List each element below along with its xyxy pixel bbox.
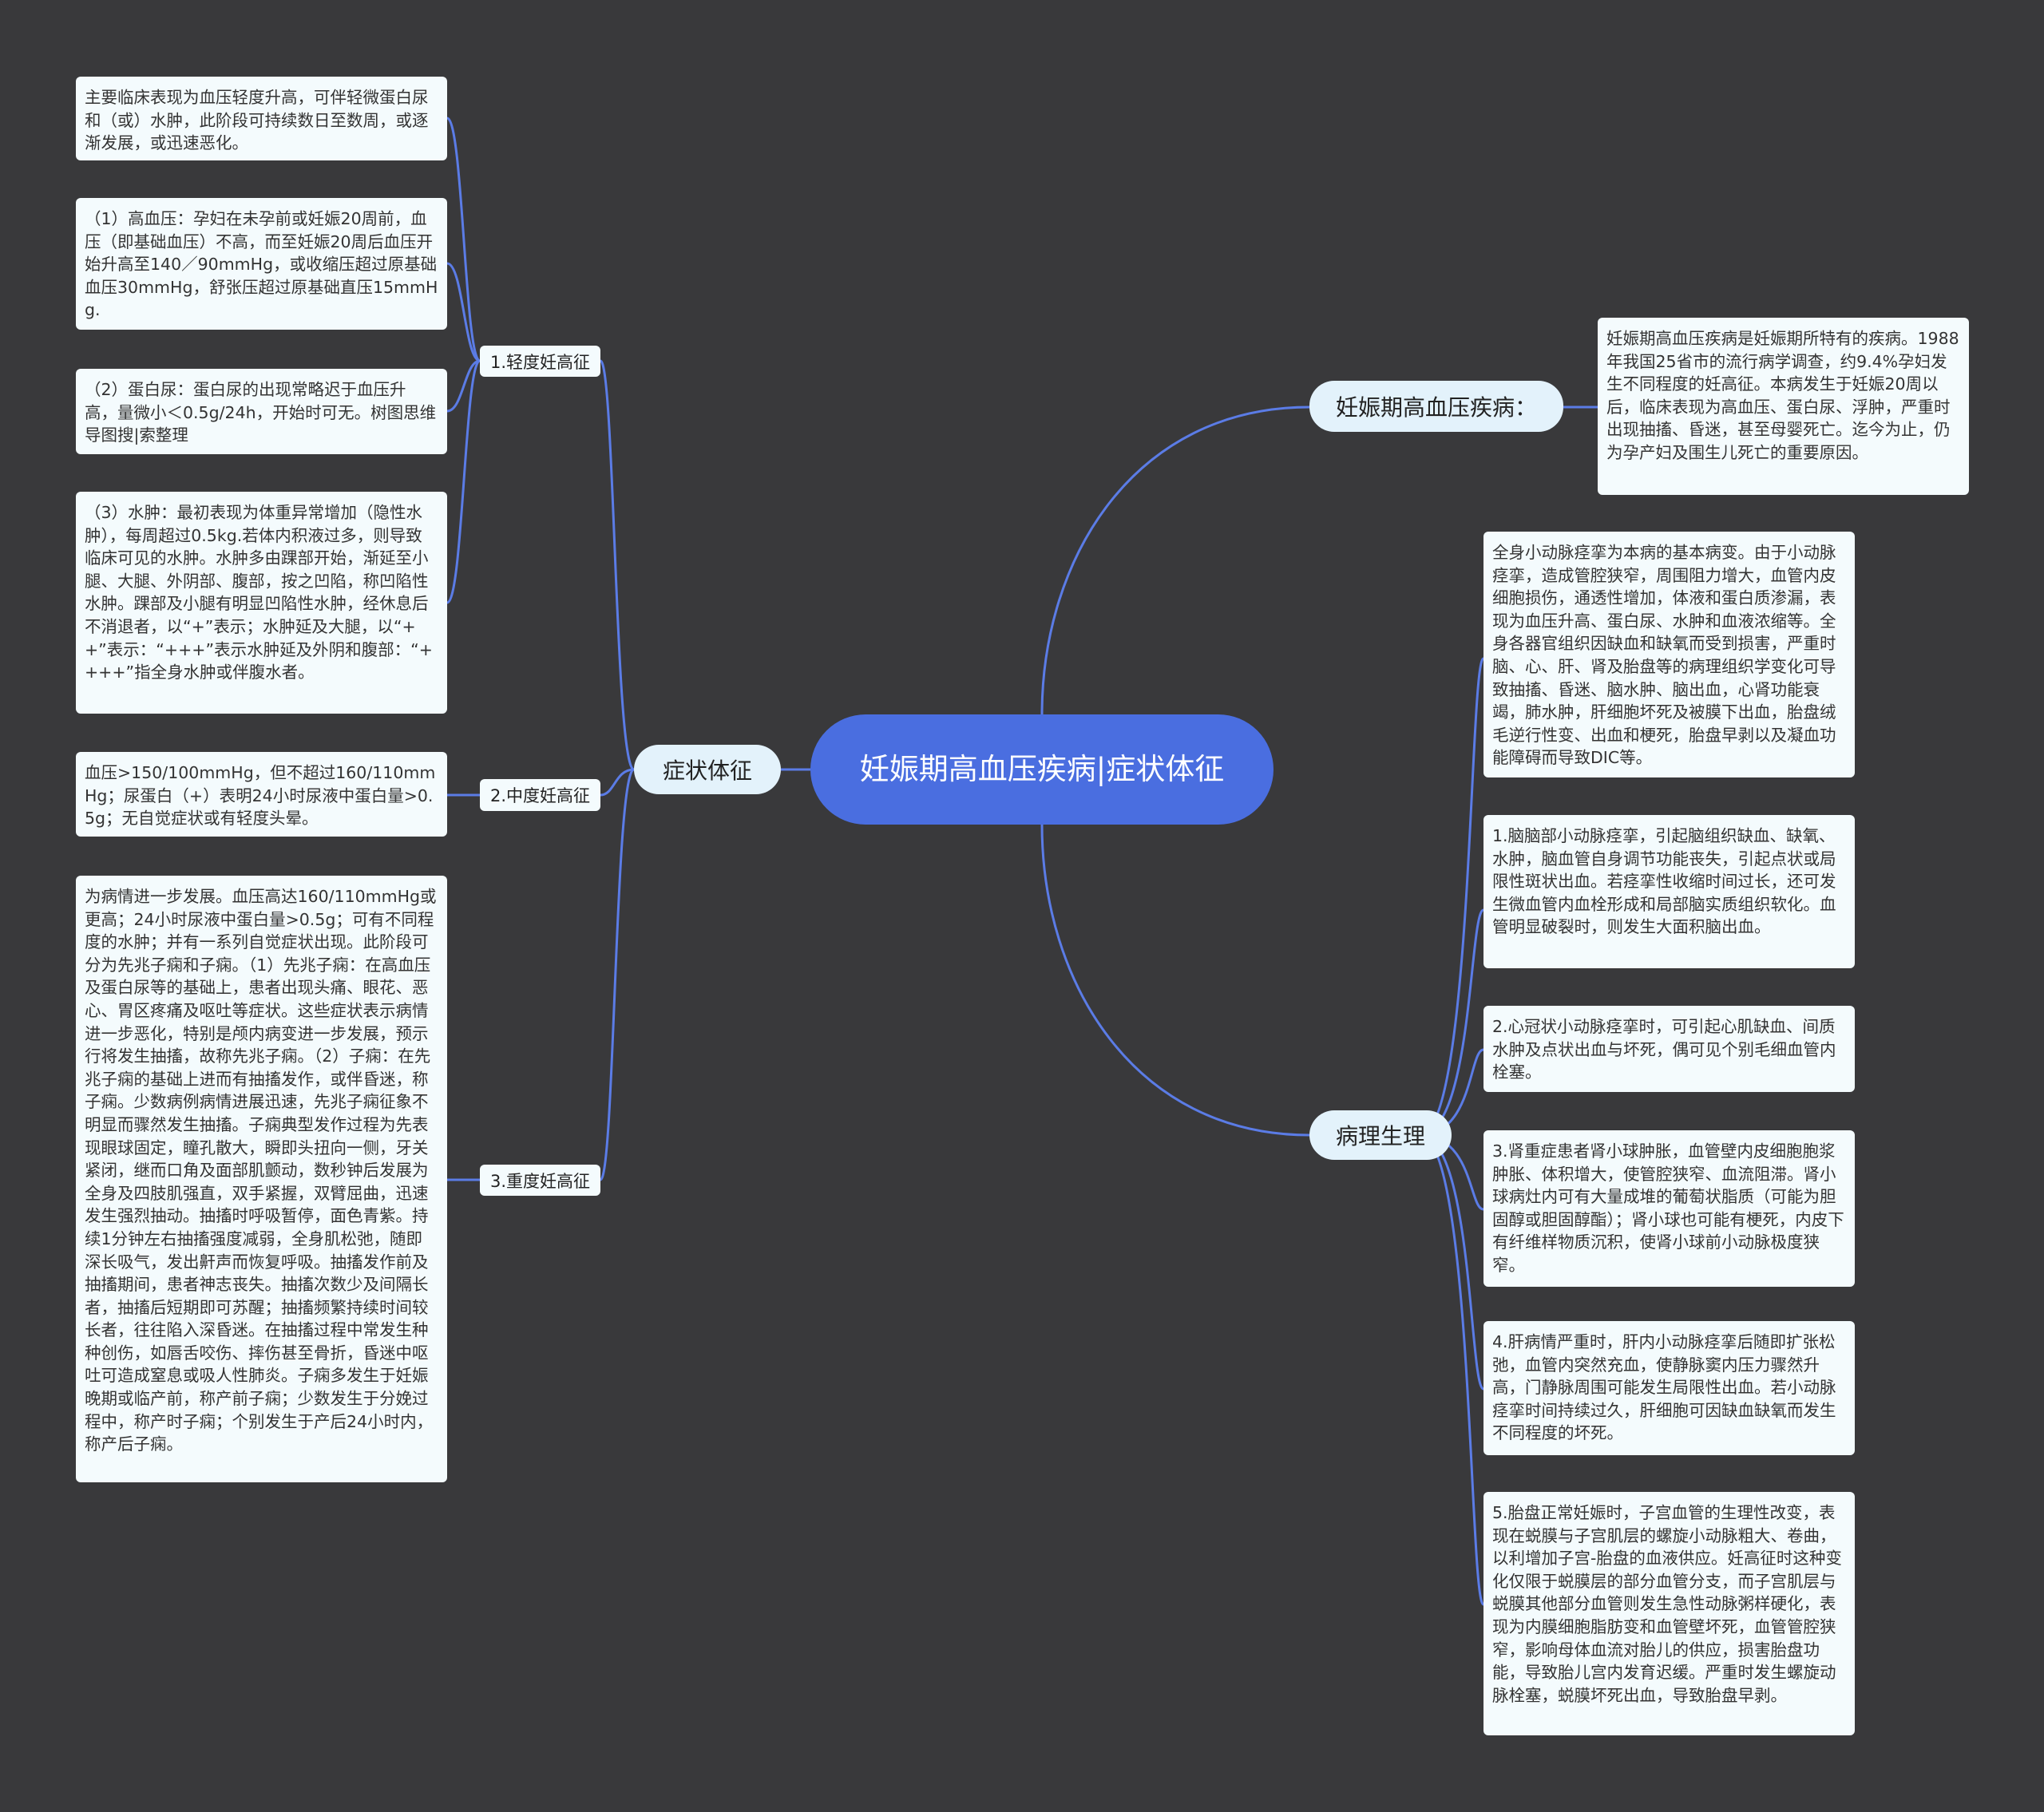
- leaf-severe[interactable]: 为病情进一步发展。血压高达160/110mmHg或更高；24小时尿液中蛋白量>0…: [76, 876, 447, 1482]
- leaf-patho-heart[interactable]: 2.心冠状小动脉痉挛时，可引起心肌缺血、间质水肿及点状出血与坏死，偶可见个别毛细…: [1483, 1006, 1855, 1092]
- leaf-mild-proteinuria[interactable]: （2）蛋白尿：蛋白尿的出现常略迟于血压升高，量微小＜0.5g/24h，开始时可无…: [76, 369, 447, 454]
- leaf-patho-liver[interactable]: 4.肝病情严重时，肝内小动脉痉挛后随即扩张松弛，血管内突然充血，使静脉窦内压力骤…: [1483, 1321, 1855, 1455]
- group-moderate[interactable]: 2.中度妊高征: [480, 779, 600, 811]
- group-label: 1.轻度妊高征: [489, 352, 591, 372]
- branch-label: 病理生理: [1335, 1123, 1425, 1149]
- leaf-patho-overview[interactable]: 全身小动脉痉挛为本病的基本病变。由于小动脉痉挛，造成管腔狭窄，周围阻力增大，血管…: [1483, 532, 1855, 777]
- group-severe[interactable]: 3.重度妊高征: [480, 1165, 600, 1196]
- leaf-patho-brain[interactable]: 1.脑脑部小动脉痉挛，引起脑组织缺血、缺氧、水肿，脑血管自身调节功能丧失，引起点…: [1483, 815, 1855, 968]
- root-topic-label: 妊娠期高血压疾病|症状体征: [859, 752, 1225, 786]
- leaf-moderate[interactable]: 血压>150/100mmHg，但不超过160/110mmHg；尿蛋白（+）表明2…: [76, 752, 447, 837]
- branch-definition[interactable]: 妊娠期高血压疾病：: [1309, 381, 1563, 432]
- root-topic[interactable]: 妊娠期高血压疾病|症状体征: [810, 714, 1274, 825]
- group-label: 3.重度妊高征: [489, 1171, 591, 1191]
- branch-symptoms[interactable]: 症状体征: [634, 745, 781, 794]
- branch-label: 症状体征: [662, 758, 752, 784]
- group-mild[interactable]: 1.轻度妊高征: [480, 346, 600, 377]
- branch-pathophysiology[interactable]: 病理生理: [1309, 1110, 1452, 1160]
- leaf-patho-placenta[interactable]: 5.胎盘正常妊娠时，子宫血管的生理性改变，表现在蜕膜与子宫肌层的螺旋小动脉粗大、…: [1483, 1492, 1855, 1735]
- leaf-patho-kidney[interactable]: 3.肾重症患者肾小球肿胀，血管壁内皮细胞胞浆肿胀、体积增大，使管腔狭窄、血流阻滞…: [1483, 1130, 1855, 1287]
- branch-label: 妊娠期高血压疾病：: [1335, 394, 1537, 421]
- leaf-mild-overview[interactable]: 主要临床表现为血压轻度升高，可伴轻微蛋白尿和（或）水肿，此阶段可持续数日至数周，…: [76, 77, 447, 160]
- group-label: 2.中度妊高征: [489, 786, 591, 805]
- leaf-mild-hypertension[interactable]: （1）高血压：孕妇在未孕前或妊娠20周前，血压（即基础血压）不高，而至妊娠20周…: [76, 198, 447, 330]
- leaf-definition[interactable]: 妊娠期高血压疾病是妊娠期所特有的疾病。1988年我国25省市的流行病学调查，约9…: [1598, 318, 1969, 495]
- leaf-mild-edema[interactable]: （3）水肿：最初表现为体重异常增加（隐性水肿），每周超过0.5kg.若体内积液过…: [76, 492, 447, 714]
